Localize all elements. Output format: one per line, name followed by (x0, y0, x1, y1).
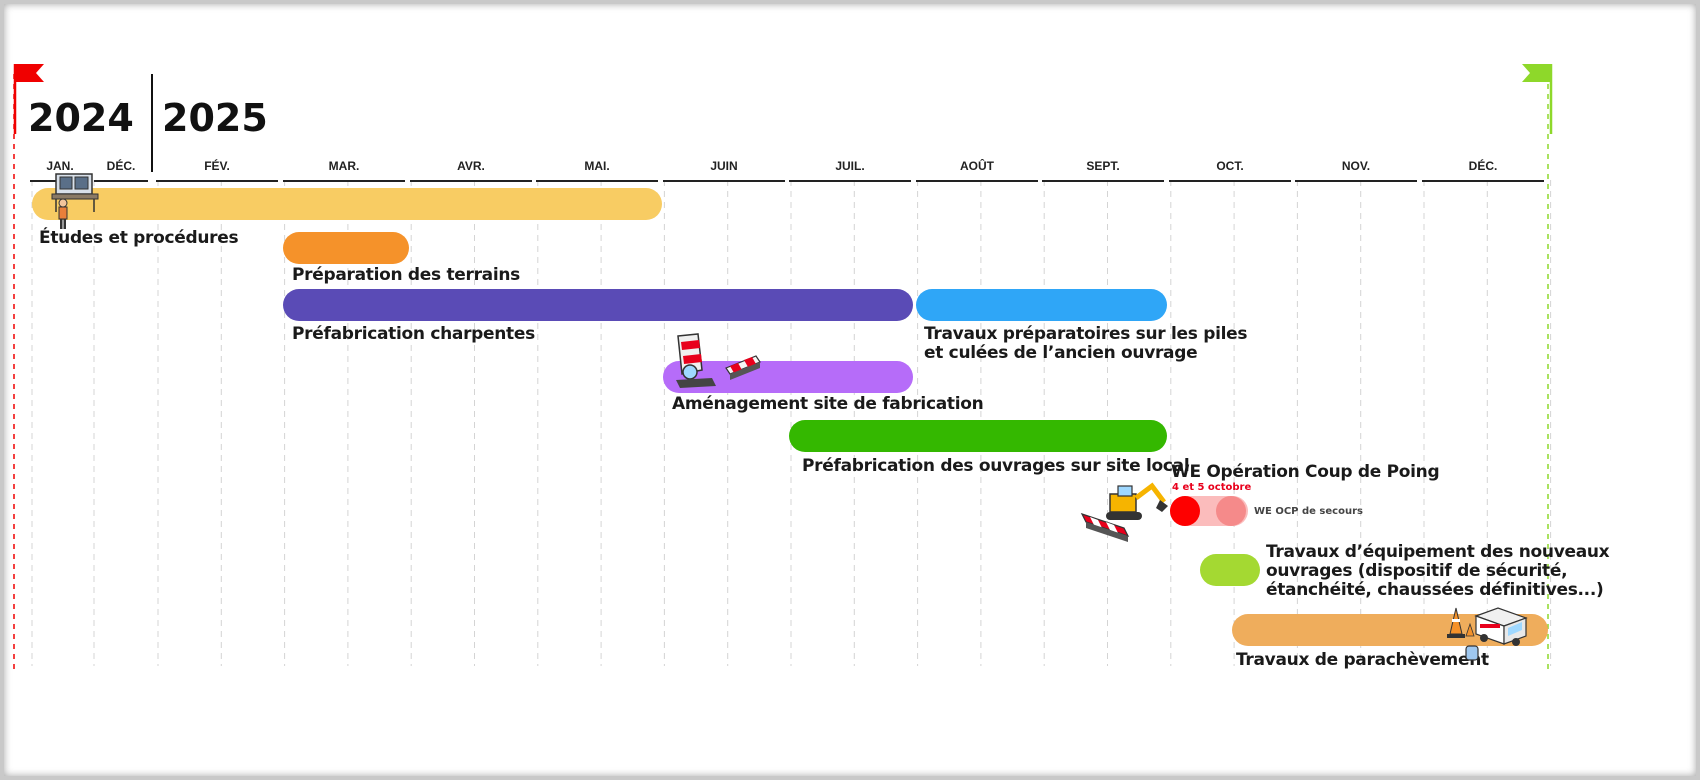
bar-amenagement-site (663, 361, 913, 393)
label-prefabrication-ouvrages: Préfabrication des ouvrages sur site loc… (802, 456, 1190, 476)
month-dec-2024: DÉC. (94, 158, 148, 182)
bar-travaux-equipement (1200, 554, 1260, 586)
month-sep-2025: SEPT. (1042, 158, 1164, 182)
bar-preparation-terrains (283, 232, 409, 264)
month-may-2025: MAI. (536, 158, 658, 182)
timeline-grid (13, 74, 1552, 674)
bar-etudes-procedures (32, 188, 662, 220)
month-dec-2025: DÉC. (1422, 158, 1544, 182)
excavator-icon (1080, 482, 1168, 542)
month-aug-2025: AOÛT (916, 158, 1038, 182)
road-barrier-icon (676, 333, 761, 388)
month-jun-2025: JUIN (663, 158, 785, 182)
label-travaux-preparatoires: Travaux préparatoires sur les piles et c… (924, 324, 1248, 363)
label-etudes-procedures: Études et procédures (39, 228, 239, 248)
label-travaux-parachevement: Travaux de parachèvement (1236, 650, 1489, 670)
traffic-cone-icon (1447, 607, 1465, 638)
label-preparation-terrains: Préparation des terrains (292, 265, 521, 285)
month-jul-2025: JUIL. (789, 158, 911, 182)
timeline-frame: 2024 2025 JAN. DÉC. FÉV. MAR. AVR. MAI. … (4, 4, 1696, 776)
bar-prefabrication-charpentes (283, 289, 913, 321)
label-amenagement-site: Aménagement site de fabrication (672, 394, 984, 414)
operation-backup-label: WE OCP de secours (1254, 506, 1363, 517)
bar-prefabrication-ouvrages (789, 420, 1167, 452)
bar-travaux-preparatoires (916, 289, 1167, 321)
utility-truck-icon (1465, 607, 1528, 661)
operation-date: 4 et 5 octobre (1172, 482, 1252, 493)
year-2025: 2025 (162, 96, 268, 140)
operation-backup-dot (1216, 496, 1246, 526)
label-travaux-equipement: Travaux d’équipement des nouveaux ouvrag… (1266, 542, 1610, 600)
month-oct-2025: OCT. (1169, 158, 1291, 182)
month-feb-2025: FÉV. (156, 158, 278, 182)
end-flag-icon (1522, 64, 1553, 134)
start-flag-icon (13, 64, 44, 134)
operation-main-dot (1170, 496, 1200, 526)
month-mar-2025: MAR. (283, 158, 405, 182)
month-apr-2025: AVR. (410, 158, 532, 182)
label-prefabrication-charpentes: Préfabrication charpentes (292, 324, 535, 344)
engineer-desk-icon (51, 173, 99, 229)
month-nov-2025: NOV. (1295, 158, 1417, 182)
year-2024: 2024 (28, 96, 134, 140)
label-we-operation: WE Opération Coup de Poing (1171, 462, 1440, 482)
